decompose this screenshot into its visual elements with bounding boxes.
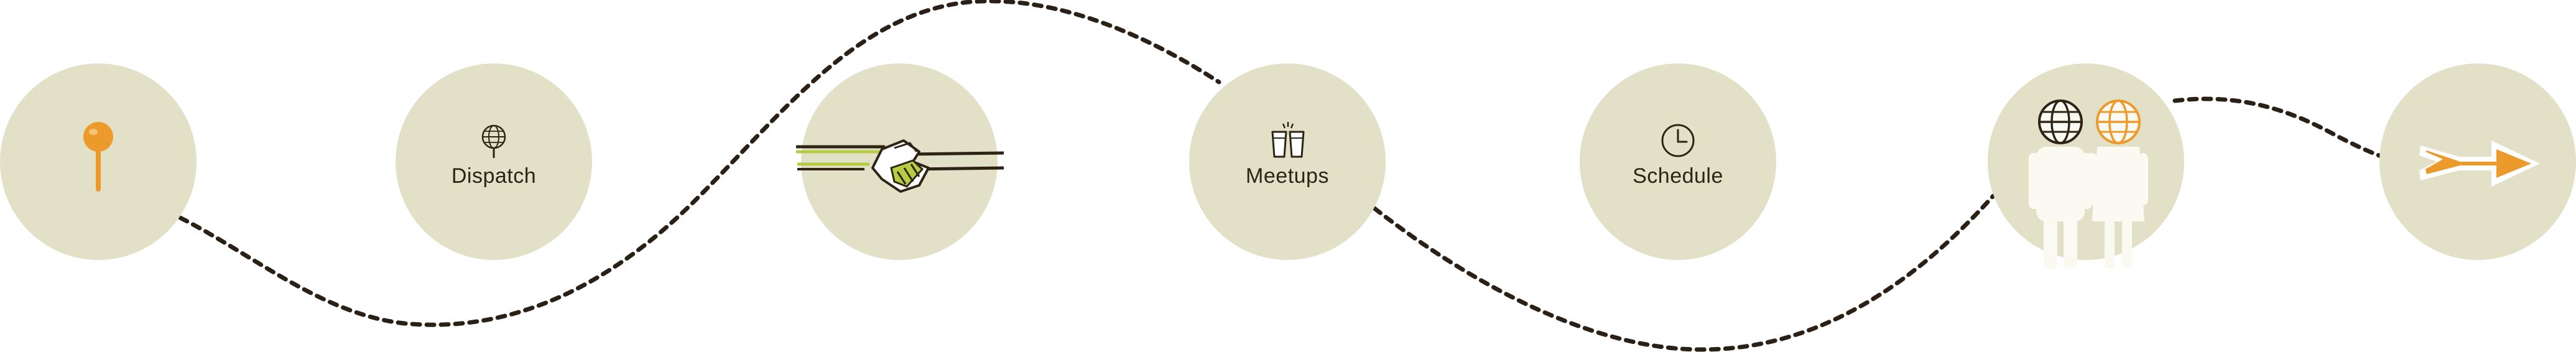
two-globe-people-icon — [2029, 100, 2148, 269]
step-4-label: Meetups — [1246, 164, 1329, 188]
clock-icon — [1661, 124, 1695, 157]
step-2-circle: Dispatch — [396, 63, 592, 260]
drinks-cheers-icon — [1271, 122, 1305, 158]
step-1-circle — [0, 63, 197, 260]
arrow-icon — [2419, 141, 2540, 187]
step-4-circle: Meetups — [1189, 63, 1386, 260]
step-5-circle: Schedule — [1580, 63, 1776, 260]
step-2-label: Dispatch — [451, 164, 537, 188]
step-6-circle — [1988, 63, 2184, 269]
step-3-circle — [796, 63, 1004, 260]
map-pin-icon — [83, 122, 113, 192]
step-7-circle — [2379, 63, 2576, 260]
step-5-label: Schedule — [1633, 164, 1723, 188]
globe-pin-icon — [481, 124, 506, 158]
handshake-icon — [796, 139, 1004, 193]
